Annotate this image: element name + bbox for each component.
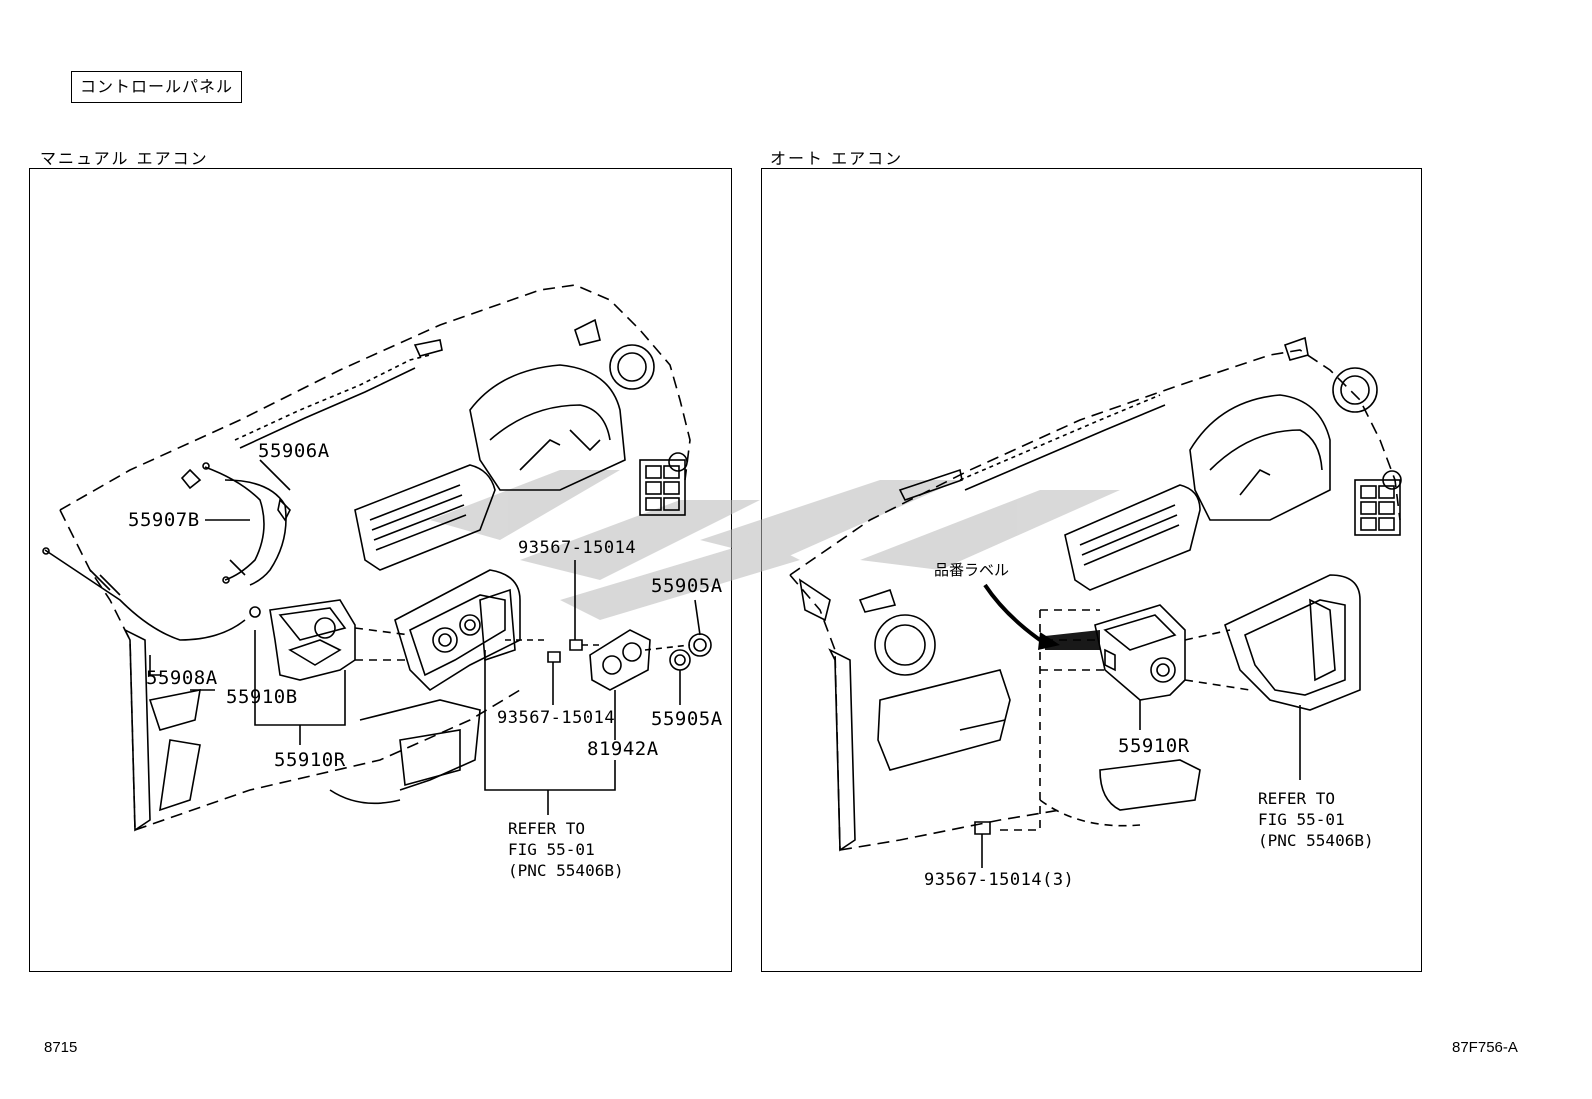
watermark-logo xyxy=(430,470,1120,620)
part-number-55910R-auto: 55910R xyxy=(1118,735,1190,757)
part-number-55907B: 55907B xyxy=(128,509,200,531)
refer-note-auto: REFER TO FIG 55-01 (PNC 55406B) xyxy=(1258,789,1374,850)
part-label-callout: 品番ラベル xyxy=(934,561,1010,579)
footer-figure-code: 87F756-A xyxy=(1452,1039,1518,1056)
part-number-55910R-manual: 55910R xyxy=(274,749,346,771)
refer-note-manual: REFER TO FIG 55-01 (PNC 55406B) xyxy=(508,819,624,880)
part-number-93567-bottom: 93567-15014 xyxy=(497,708,616,728)
footer-page-code: 8715 xyxy=(44,1039,78,1056)
part-number-55905A-bottom: 55905A xyxy=(651,708,723,730)
left-section-heading: マニュアル エアコン xyxy=(40,149,209,168)
part-number-93567-top: 93567-15014 xyxy=(518,538,637,558)
part-number-81942A: 81942A xyxy=(587,738,659,760)
figure-title: コントロールパネル xyxy=(71,71,243,103)
part-number-55906A: 55906A xyxy=(258,440,330,462)
part-number-55910B: 55910B xyxy=(226,686,298,708)
part-number-55905A-top: 55905A xyxy=(651,575,723,597)
part-number-55908A: 55908A xyxy=(146,667,218,689)
part-number-93567-auto: 93567-15014(3) xyxy=(924,870,1075,890)
right-section-heading: オート エアコン xyxy=(770,149,904,168)
